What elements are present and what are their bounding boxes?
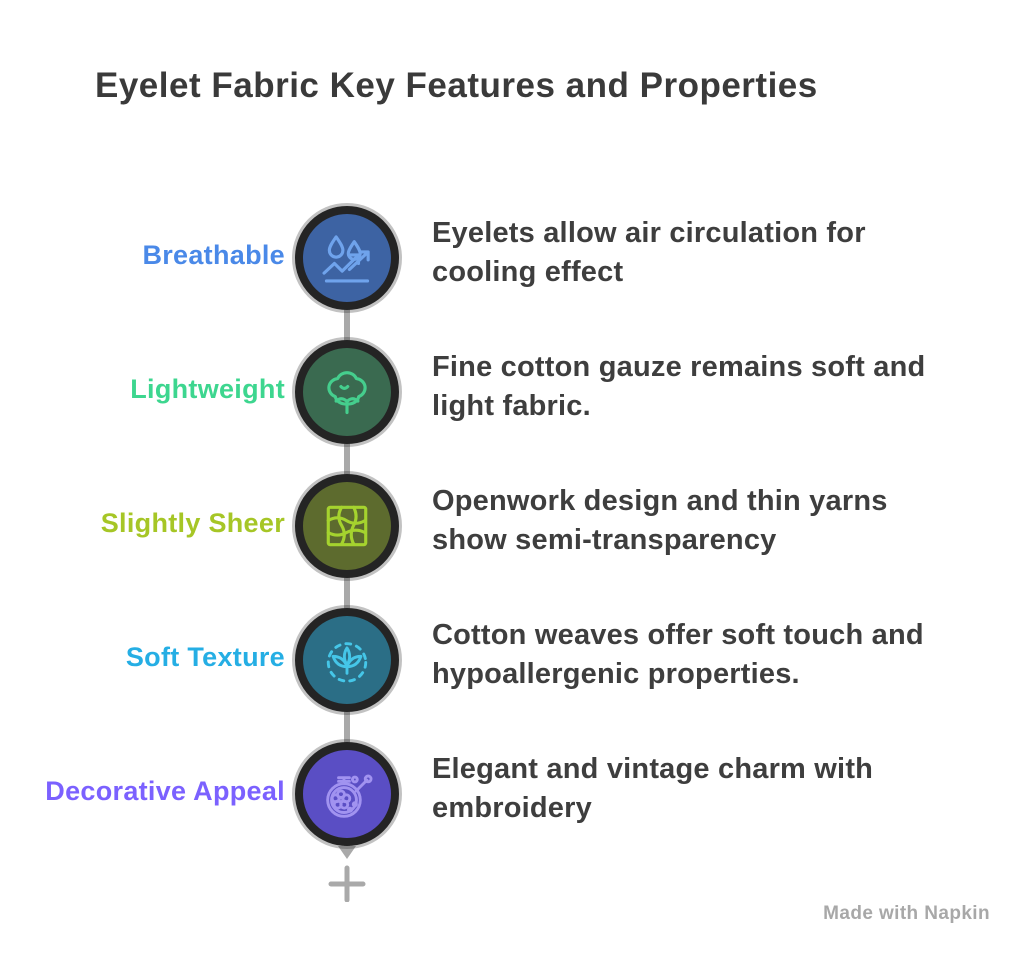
lotus-softness-icon bbox=[326, 642, 368, 683]
made-with-napkin-watermark[interactable]: Made with Napkin bbox=[823, 903, 990, 924]
feature-label: Soft Texture bbox=[125, 642, 285, 672]
feature-label: Breathable bbox=[142, 240, 285, 270]
water-drops-wicking-icon bbox=[322, 235, 370, 283]
feature-description: Cotton weaves offer soft touch and hypoa… bbox=[432, 619, 924, 690]
feature-circle bbox=[295, 340, 399, 444]
arrow-plus-endcap-icon bbox=[328, 846, 366, 903]
feature-circle bbox=[295, 206, 399, 310]
feature-description: Fine cotton gauze remains soft and light… bbox=[432, 351, 926, 422]
embroidery-hoop-icon bbox=[326, 774, 373, 818]
page-title: Eyelet Fabric Key Features and Propertie… bbox=[95, 66, 818, 105]
timeline-end-arrow bbox=[327, 846, 367, 903]
cotton-boll-icon bbox=[327, 371, 367, 415]
fabric-weave-icon bbox=[326, 505, 368, 547]
feature-description: Eyelets allow air circulation for coolin… bbox=[432, 217, 866, 288]
feature-description: Elegant and vintage charm with embroider… bbox=[432, 753, 874, 824]
feature-circle bbox=[295, 742, 399, 846]
feature-description: Openwork design and thin yarns show semi… bbox=[432, 485, 888, 556]
feature-circle bbox=[295, 608, 399, 712]
feature-label: Lightweight bbox=[130, 374, 285, 404]
feature-label: Slightly Sheer bbox=[100, 508, 285, 538]
feature-circle bbox=[295, 474, 399, 578]
feature-label: Decorative Appeal bbox=[45, 776, 285, 806]
